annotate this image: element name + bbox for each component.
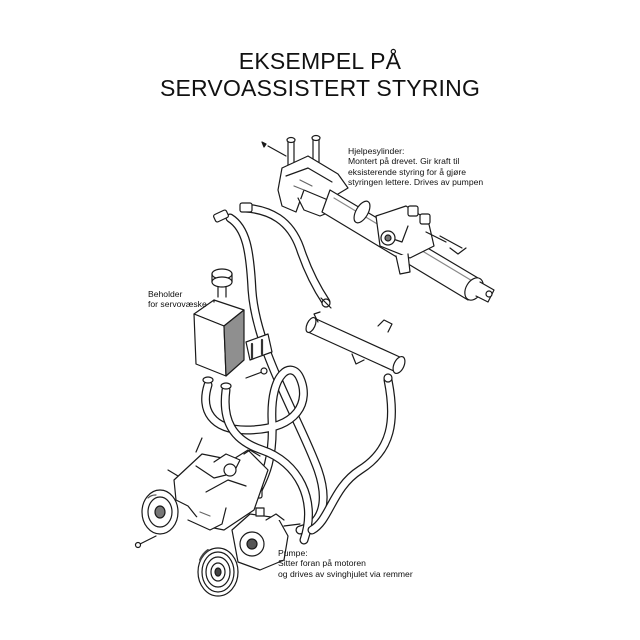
power-steering-pump-icon <box>134 437 301 597</box>
cylinder-label-line: eksisterende styring for å gjøre <box>348 166 466 177</box>
hose-cooler-return <box>307 375 397 535</box>
reservoir-label: Beholder for servovæske <box>148 289 207 310</box>
cylinder-label-line: Hjelpesylinder: <box>348 146 405 156</box>
cooler-tube <box>305 311 406 375</box>
fluid-reservoir-icon <box>193 268 273 390</box>
hose-reservoir-return <box>201 365 308 495</box>
reservoir-label-line: for servovæske <box>148 299 207 310</box>
hose-cylinder-feed <box>241 203 331 307</box>
steering-assist-cylinder-icon <box>261 134 495 303</box>
cylinder-label: Hjelpesylinder: Montert på drevet. Gir k… <box>348 146 483 188</box>
cylinder-label-line: Montert på drevet. Gir kraft til <box>348 156 460 167</box>
pump-label-line: og drives av svinghjulet via remmer <box>278 568 413 579</box>
hose-reservoir-supply <box>220 385 313 545</box>
diagram-title-line-1: EKSEMPEL PÅ <box>238 48 402 74</box>
pump-label-line: Pumpe: <box>278 548 308 558</box>
pump-label: Pumpe: Sitter foran på motoren og drives… <box>278 548 413 579</box>
hoses <box>201 202 397 545</box>
diagram-title-line-2: SERVOASSISTERT STYRING <box>159 75 481 101</box>
cylinder-label-line: styringen lettere. Drives av pumpen <box>348 177 484 188</box>
pump-label-line: Sitter foran på motoren <box>278 558 366 569</box>
reservoir-label-line: Beholder <box>148 289 183 299</box>
